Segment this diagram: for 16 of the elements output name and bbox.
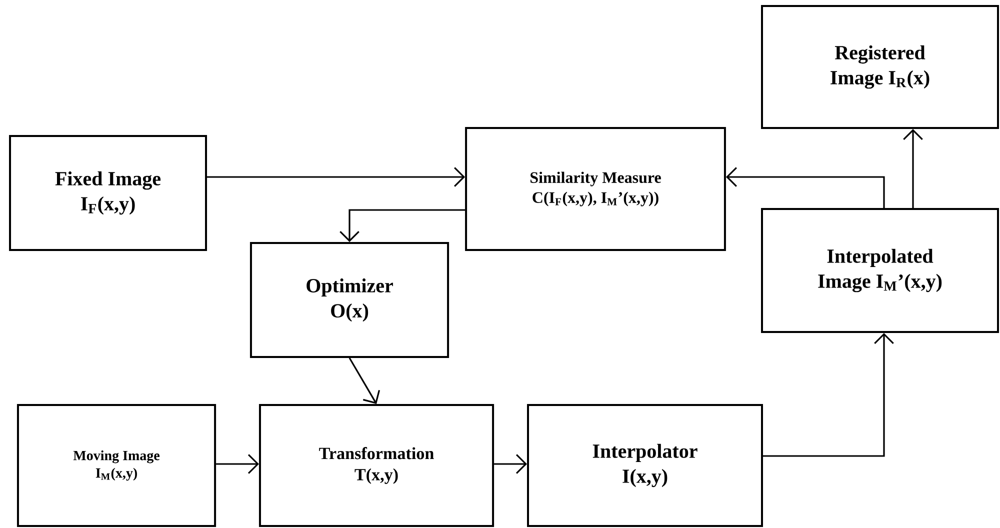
process-box: Fixed Image I$_{F}$(x,y) [9, 135, 207, 251]
arrow [763, 332, 894, 457]
arrow [207, 167, 466, 187]
process-box: Interpolator I(x,y) [527, 404, 763, 528]
process-box: Optimizer O(x) [250, 242, 450, 358]
arrow [348, 358, 380, 404]
process-box: Similarity Measure C(I$_{F}$(x,y), I$_{M}$’(x,y)) [465, 127, 726, 251]
arrow [903, 129, 923, 208]
process-box: Moving Image I$_{M}$(x,y) [16, 404, 216, 528]
process-box: Registered Image I$_{R}$(x) [761, 5, 999, 129]
arrow [340, 209, 466, 242]
arrow [726, 167, 885, 208]
arrow [494, 454, 527, 474]
process-box: Transformation T(x,y) [258, 404, 494, 528]
arrow [216, 454, 259, 474]
process-box: Interpolated Image I$_{M}$’(x,y) [761, 208, 999, 333]
